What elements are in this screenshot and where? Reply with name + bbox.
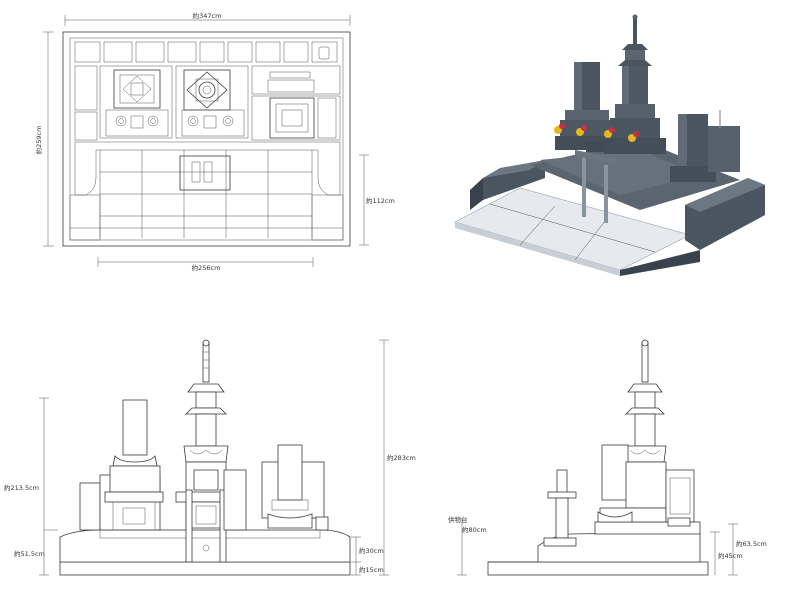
side-upper-label: 約63.5cm	[736, 539, 767, 548]
front-left-stone	[104, 399, 164, 531]
side-dimensions: 供物台 約80cm 約63.5cm 約45cm	[448, 515, 767, 576]
plan-paving	[69, 141, 344, 241]
side-offering-stand	[543, 469, 577, 547]
plan-side-label: 約112cm	[366, 196, 395, 205]
front-elevation: 約283cm 約213.5cm 約51.5cm 約30cm 約15cm	[4, 339, 416, 576]
plan-width-dimension: 約347cm	[64, 11, 351, 26]
front-total-height-label: 約283cm	[387, 453, 416, 462]
front-tower-height-label: 約213.5cm	[4, 483, 39, 492]
side-pagoda-tower	[597, 339, 667, 523]
plan-center-tower-stone	[175, 65, 249, 139]
side-elevation: 供物台 約80cm 約63.5cm 約45cm	[448, 339, 767, 576]
plan-width-label: 約347cm	[193, 11, 222, 20]
front-foundation-label: 約15cm	[359, 565, 384, 574]
side-offering-label: 供物台	[448, 515, 468, 524]
side-offering-height-label: 約80cm	[462, 525, 487, 534]
plan-outer-border	[62, 31, 351, 247]
render-flowers	[554, 123, 639, 142]
plan-front-label: 約256cm	[192, 263, 221, 272]
front-step-label: 約30cm	[359, 546, 384, 555]
front-base-height-label: 約51.5cm	[14, 549, 45, 558]
side-foundation	[487, 561, 709, 576]
side-lower-label: 約45cm	[718, 551, 743, 560]
front-dimensions: 約283cm 約213.5cm 約51.5cm 約30cm 約15cm	[4, 339, 416, 576]
plan-side-dimension: 約112cm	[359, 154, 395, 246]
plan-depth-dimension: 約259cm	[34, 31, 54, 247]
front-foundation	[59, 561, 351, 576]
plan-right-stone	[251, 65, 341, 141]
render-offering-frame	[575, 142, 615, 223]
plan-top-blocks	[74, 41, 338, 63]
perspective-render	[454, 14, 765, 276]
plan-front-dimension: 約256cm	[97, 257, 314, 272]
side-rear-block	[665, 469, 695, 527]
plan-view: 約347cm 約259cm	[34, 11, 395, 272]
plan-depth-label: 約259cm	[34, 126, 43, 155]
plan-left-tower-stone	[99, 65, 173, 139]
plan-left-column	[74, 65, 98, 141]
render-right-monument	[670, 110, 740, 182]
front-right-monument	[223, 444, 329, 531]
render-pagoda-tower	[604, 14, 666, 154]
